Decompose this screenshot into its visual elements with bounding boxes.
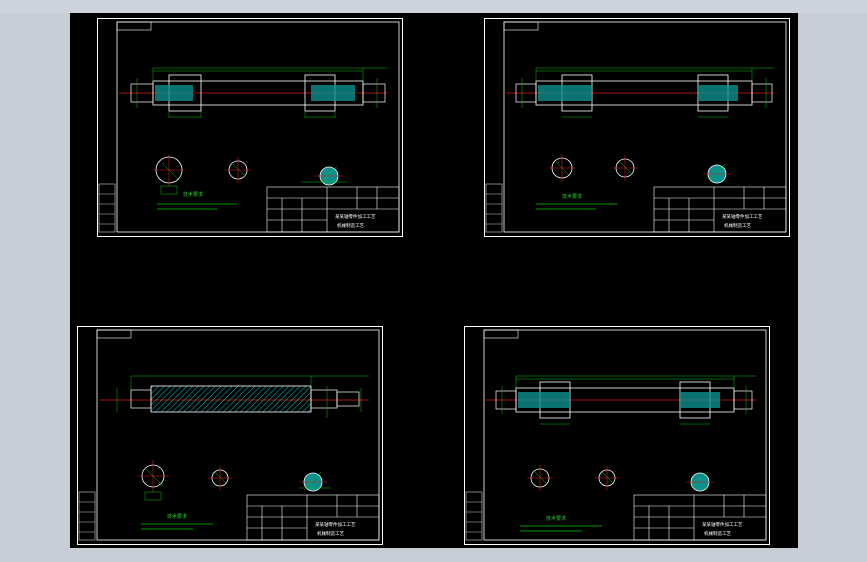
section-views <box>137 460 331 501</box>
drawing-sheet-4[interactable]: 技术要求 某某轴零件加工工艺 机械制造工艺 <box>464 326 770 545</box>
title-block-name-1: 某某轴零件加工工艺 <box>315 521 356 528</box>
notes-title: 技术要求 <box>546 515 566 522</box>
drawing-sheet-3[interactable]: 技术要求 某某轴零件加工工艺 机械制造工艺 <box>77 326 383 545</box>
title-block-name-2: 机械制造工艺 <box>317 530 344 537</box>
title-block-name-1: 某某轴零件加工工艺 <box>702 521 743 528</box>
title-block <box>266 186 400 233</box>
sheet-2-graphics: 技术要求 某某轴零件加工工艺 机械制造工艺 <box>484 18 790 237</box>
section-views <box>153 154 347 195</box>
section-views <box>527 465 714 492</box>
shaft-main-view <box>119 67 387 118</box>
sheet-4-graphics: 技术要求 某某轴零件加工工艺 机械制造工艺 <box>464 326 770 545</box>
shaft-main-view <box>99 375 369 418</box>
notes-title: 技术要求 <box>562 193 582 200</box>
sheet-3-graphics: 技术要求 某某轴零件加工工艺 机械制造工艺 <box>77 326 383 545</box>
section-views <box>548 154 731 184</box>
shaft-main-view <box>506 67 774 118</box>
notes-title: 技术要求 <box>183 191 203 198</box>
sheet-1-graphics: 技术要求 某某轴零件加工工艺 机械制造工艺 <box>97 18 403 237</box>
window-top-bezel <box>0 0 867 13</box>
title-block-name-2: 机械制造工艺 <box>704 530 731 537</box>
title-block-name-1: 某某轴零件加工工艺 <box>722 213 763 220</box>
title-block <box>653 186 787 233</box>
title-block-name-2: 机械制造工艺 <box>337 222 364 229</box>
drawing-sheet-2[interactable]: 技术要求 某某轴零件加工工艺 机械制造工艺 <box>484 18 790 237</box>
shaft-main-view <box>486 375 756 425</box>
drawing-sheet-1[interactable]: 技术要求 某某轴零件加工工艺 机械制造工艺 <box>97 18 403 237</box>
notes-title: 技术要求 <box>167 513 187 520</box>
title-block-name-2: 机械制造工艺 <box>724 222 751 229</box>
title-block <box>246 494 380 541</box>
title-block-name-1: 某某轴零件加工工艺 <box>335 213 376 220</box>
cad-drawing-viewport[interactable]: 技术要求 某某轴零件加工工艺 机械制造工艺 <box>70 13 798 548</box>
title-block <box>633 494 767 541</box>
